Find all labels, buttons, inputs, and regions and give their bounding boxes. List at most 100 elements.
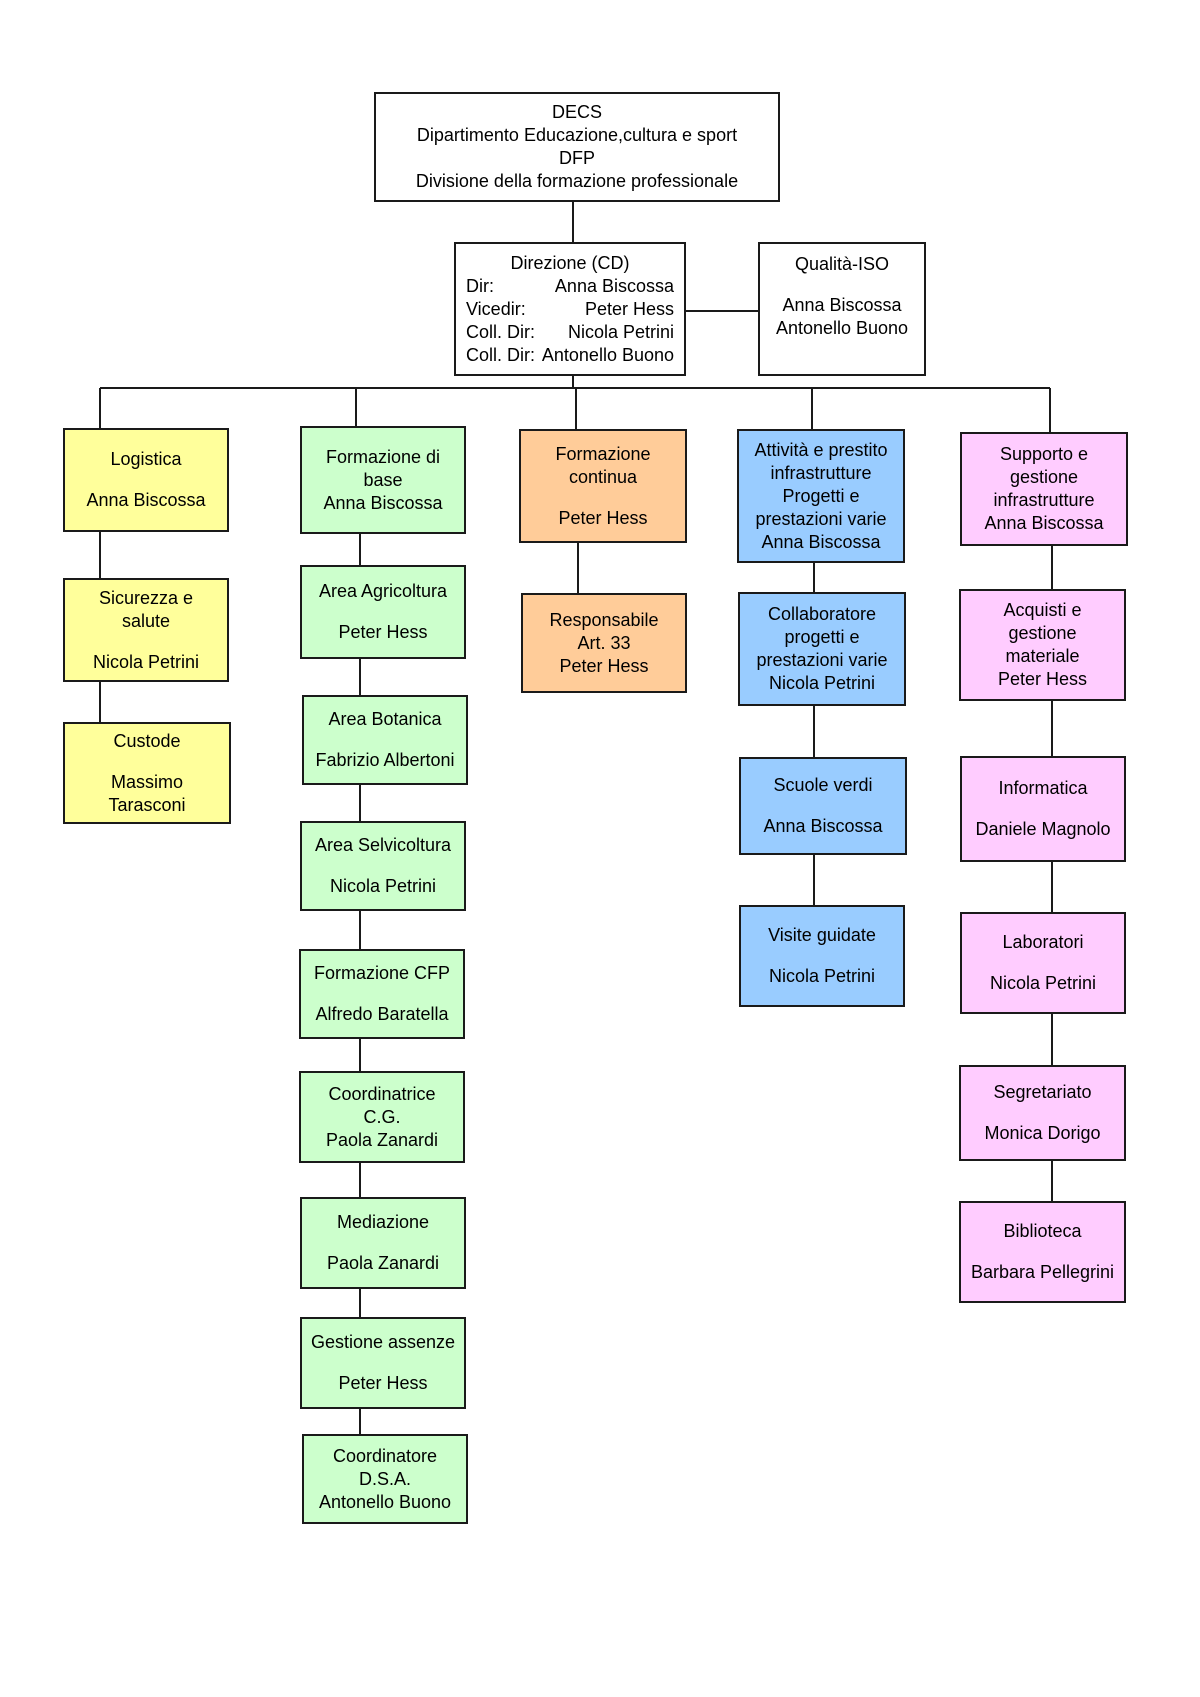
unit-label: Anna Biscossa xyxy=(761,531,881,552)
unit-label: Paola Zanardi xyxy=(325,1129,439,1150)
direzione-row: Coll. Dir: Nicola Petrini xyxy=(466,321,674,344)
unit-label: Peter Hess xyxy=(997,669,1088,689)
direzione-row: Vicedir: Peter Hess xyxy=(466,298,674,321)
unit-label: prestazioni varie xyxy=(756,650,888,670)
unit-label: Formazione xyxy=(555,443,651,464)
unit-label: Nicola Petrini xyxy=(768,673,876,693)
unit-label: Area Agricoltura xyxy=(318,581,448,601)
unit-label: D.S.A. xyxy=(358,1468,411,1489)
unit-label: Custode xyxy=(113,730,181,751)
unit-label: infrastrutture xyxy=(993,490,1095,510)
unit-label: Area Selvicoltura xyxy=(314,835,452,855)
unit-label: Coordinatrice xyxy=(328,1083,436,1104)
unit-label: Anna Biscossa xyxy=(984,513,1104,533)
unit-label: C.G. xyxy=(363,1106,401,1127)
unit-label: prestazioni varie xyxy=(755,508,887,529)
unit-label: gestione xyxy=(1009,467,1079,487)
unit-label: Biblioteca xyxy=(1003,1221,1082,1241)
unit-label: Acquisti e xyxy=(1003,600,1082,620)
qualita-person: Anna Biscossa xyxy=(782,295,902,315)
formazione-base-box: Formazione CFP Alfredo Baratella xyxy=(299,949,465,1039)
unit-label: infrastrutture xyxy=(770,462,872,483)
person-name: Daniele Magnolo xyxy=(975,819,1111,839)
person-name: Tarasconi xyxy=(108,794,186,815)
unit-label: Sicurezza e xyxy=(98,587,194,608)
qualita-title: Qualità-ISO xyxy=(794,254,890,274)
direzione-row: Coll. Dir: Antonello Buono xyxy=(466,344,674,367)
direzione-person: Antonello Buono xyxy=(541,344,674,365)
unit-label: continua xyxy=(568,466,638,487)
top-line: DFP xyxy=(559,148,595,168)
unit-label: Responsabile xyxy=(549,609,659,630)
unit-label: Supporto e xyxy=(999,444,1089,464)
person-name: Monica Dorigo xyxy=(984,1123,1101,1143)
attivita-box: Collaboratore progetti e prestazioni varie… xyxy=(738,592,906,706)
unit-label: Coordinatore xyxy=(332,1445,438,1466)
direzione-role: Coll. Dir: xyxy=(466,344,536,365)
unit-label: salute xyxy=(121,610,171,631)
person-name: Nicola Petrini xyxy=(768,966,876,986)
person-name: Nicola Petrini xyxy=(989,973,1097,993)
unit-label: Laboratori xyxy=(1002,932,1084,952)
unit-label: Art. 33 xyxy=(577,632,631,653)
top-line: DECS xyxy=(551,102,602,122)
unit-label: materiale xyxy=(1005,646,1080,666)
unit-label: Progetti e xyxy=(782,485,860,506)
person-name: Barbara Pellegrini xyxy=(970,1262,1115,1282)
unit-label: Gestione assenze xyxy=(310,1332,456,1352)
unit-label: Formazione di xyxy=(325,446,441,467)
unit-label: base xyxy=(363,469,403,490)
unit-label: Mediazione xyxy=(336,1212,430,1232)
decs-dfp-box: DECS Dipartimento Educazione,cultura e s… xyxy=(374,92,780,202)
unit-label: Attività e prestito xyxy=(754,439,888,460)
top-line: Divisione della formazione professionale xyxy=(415,171,739,191)
unit-label: Formazione CFP xyxy=(313,963,451,983)
person-name: Nicola Petrini xyxy=(329,876,437,896)
unit-label: Collaboratore xyxy=(767,604,877,624)
direzione-person: Peter Hess xyxy=(584,298,674,319)
unit-label: Anna Biscossa xyxy=(323,492,443,513)
person-name: Fabrizio Albertoni xyxy=(315,750,455,770)
direzione-role: Dir: xyxy=(466,275,494,296)
unit-label: Logistica xyxy=(110,449,182,469)
direzione-title: Direzione (CD) xyxy=(510,252,630,273)
unit-label: Segretariato xyxy=(993,1082,1092,1102)
unit-label: Area Botanica xyxy=(328,709,442,729)
person-name: Nicola Petrini xyxy=(92,651,200,672)
unit-label: Peter Hess xyxy=(559,655,649,676)
unit-label: Visite guidate xyxy=(768,925,876,945)
direzione-person: Nicola Petrini xyxy=(567,321,674,342)
unit-label: gestione xyxy=(1008,623,1077,643)
person-name: Peter Hess xyxy=(338,1373,428,1393)
unit-label: Antonello Buono xyxy=(318,1491,452,1512)
direzione-box: Direzione (CD) Dir: Anna Biscossa Vicedi… xyxy=(454,242,686,376)
unit-label: progetti e xyxy=(784,627,860,647)
direzione-person: Anna Biscossa xyxy=(554,275,674,296)
direzione-role: Vicedir: xyxy=(466,298,526,319)
direzione-role: Coll. Dir: xyxy=(466,321,536,342)
person-name: Massimo xyxy=(110,771,183,792)
person-name: Alfredo Baratella xyxy=(315,1004,449,1024)
person-name: Anna Biscossa xyxy=(86,490,206,510)
